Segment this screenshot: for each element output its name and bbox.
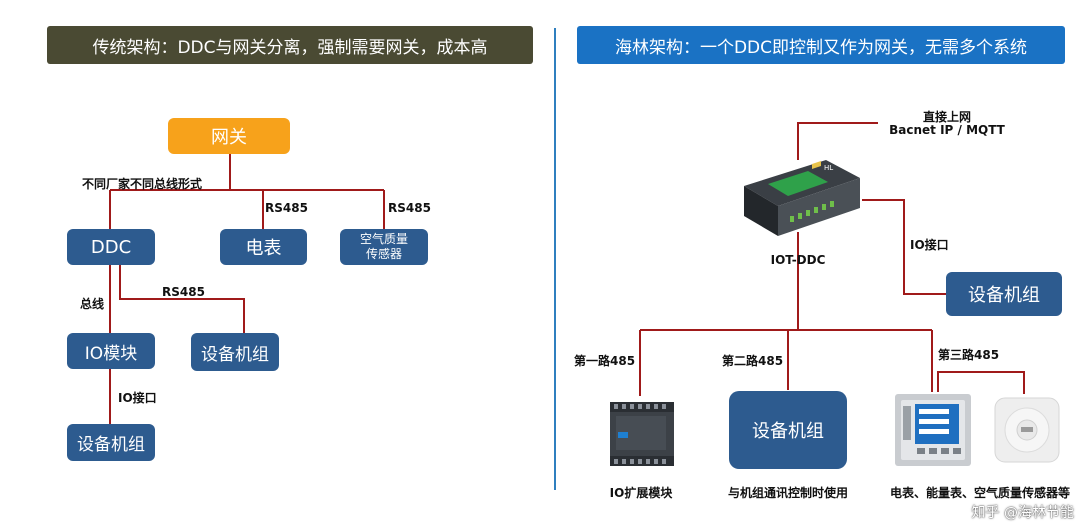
wire-uplink <box>797 122 878 160</box>
path1-label: 第一路485 <box>574 354 636 368</box>
iot-ddc-label: IOT-DDC <box>770 253 826 267</box>
air-sensor-line1: 空气质量 <box>359 232 408 246</box>
air-sensor-node: 空气质量 传感器 <box>340 229 428 265</box>
bus-note-label: 不同厂家不同总线形式 <box>82 177 203 191</box>
caption-io-expansion: IO扩展模块 <box>609 486 673 500</box>
caption-comm-control: 与机组通讯控制时使用 <box>727 486 849 500</box>
equipment-bottom-node: 设备机组 <box>67 424 155 461</box>
path2-label: 第二路485 <box>722 354 784 368</box>
bus-label: 总线 <box>80 297 105 311</box>
ddc-node: DDC <box>67 229 155 265</box>
wire-ddc-equipment <box>119 265 245 333</box>
right-banner: 海林架构：一个DDC即控制又作为网关，无需多个系统 <box>577 26 1065 64</box>
uplink-label-line2: Bacnet IP / MQTT <box>889 123 1005 137</box>
uplink-label-line1: 直接上网 <box>922 110 972 124</box>
io-module-node: IO模块 <box>67 333 155 369</box>
equipment-node-left: 设备机组 <box>191 333 279 371</box>
watermark: 知乎 @海林节能 <box>971 505 1074 521</box>
equipment-node-center: 设备机组 <box>729 391 847 469</box>
path3-label: 第三路485 <box>938 348 1000 362</box>
caption-meters-sensors: 电表、能量表、空气质量传感器等 <box>889 486 1071 500</box>
equipment-node-right: 设备机组 <box>946 272 1062 316</box>
io-port-label-right: IO接口 <box>910 238 949 252</box>
air-sensor-line2: 传感器 <box>365 247 402 261</box>
gateway-node: 网关 <box>168 118 290 154</box>
rs485-meter-label: RS485 <box>265 201 308 215</box>
device-brand-text: HL <box>824 164 833 172</box>
wire-path3-sensor <box>937 371 1025 394</box>
left-banner: 传统架构：DDC与网关分离，强制需要网关，成本高 <box>47 26 533 64</box>
io-expansion-module-icon <box>610 402 674 466</box>
power-meter-icon <box>895 394 971 466</box>
io-port-label-left: IO接口 <box>118 391 157 405</box>
rs485-air-label: RS485 <box>388 201 431 215</box>
rs485-equipment-label: RS485 <box>162 285 205 299</box>
iot-ddc-device-icon: HL <box>744 160 860 236</box>
meter-node: 电表 <box>220 229 307 265</box>
air-quality-sensor-icon <box>994 397 1060 463</box>
wire-io-port <box>862 199 946 295</box>
center-divider <box>554 28 556 490</box>
